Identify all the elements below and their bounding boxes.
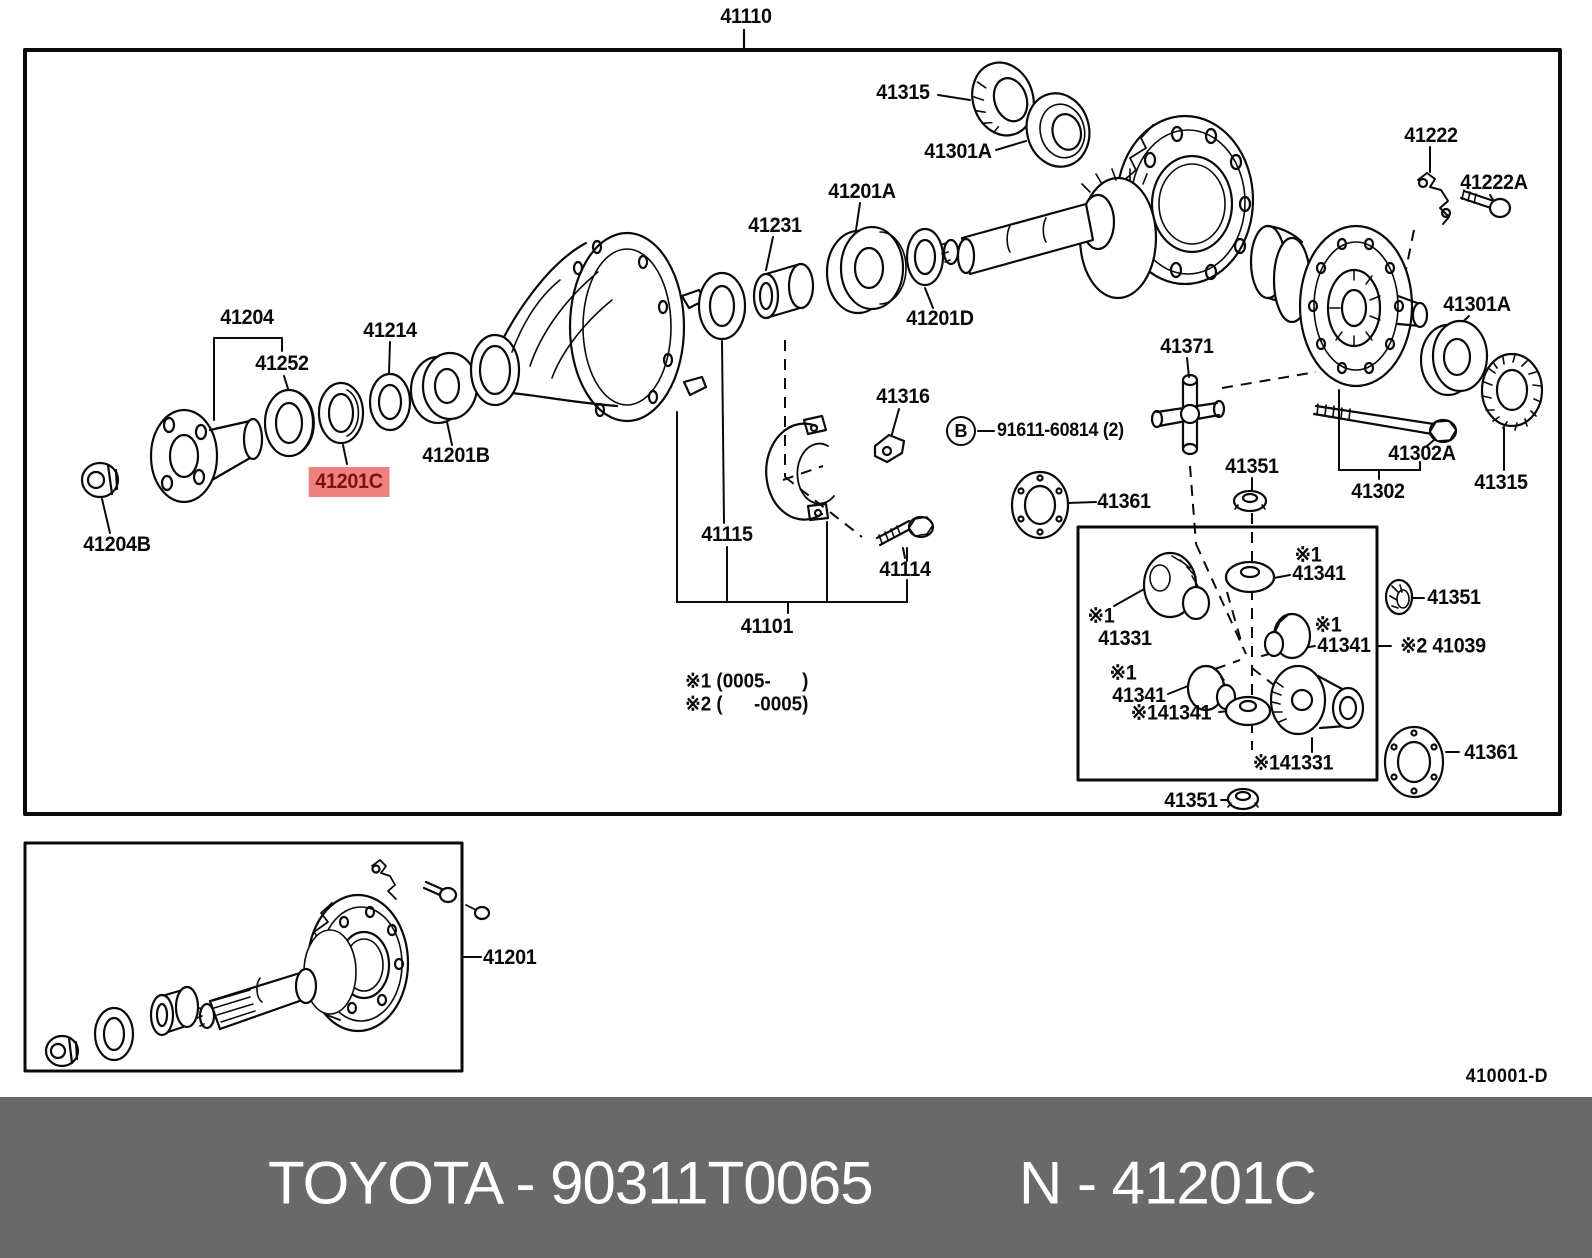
- differential-case-drawing: [1249, 224, 1429, 388]
- kit-nut-drawing: [44, 1034, 80, 1068]
- spider-41371-drawing: [1150, 373, 1226, 456]
- washer-41201d-drawing: [905, 227, 945, 287]
- bearing-cap-drawing: [765, 414, 835, 522]
- side-gasket-41115-drawing: [697, 271, 747, 341]
- bolt-41302a-drawing: [1312, 403, 1458, 444]
- washer-41351-right-drawing: [1384, 578, 1414, 616]
- bearing-spacer-41231-drawing: [752, 262, 815, 320]
- kit-seal-drawing: [93, 1006, 135, 1062]
- front-bearing-41201b-drawing: [409, 351, 479, 425]
- construction-dashes: [782, 229, 1415, 750]
- dust-deflector-drawing: [263, 388, 315, 458]
- footer-bar: TOYOTA - 90311T0065 N - 41201C: [0, 1097, 1592, 1258]
- final-gear-kit-drawing: [195, 859, 491, 1033]
- kit-spacer-drawing: [149, 985, 200, 1037]
- thrust-washer-41361-bottomright-drawing: [1383, 725, 1445, 799]
- pinion-gear-41341-right-drawing: [1263, 612, 1312, 660]
- pinion-gear-41331-drawing: [1142, 551, 1211, 621]
- companion-flange-drawing: [149, 408, 264, 504]
- washer-41351-bottom-drawing: [1226, 787, 1260, 811]
- bearing-race-41301a-top-drawing: [1025, 92, 1091, 168]
- footer-part-number-text: TOYOTA - 90311T0065: [268, 1149, 874, 1217]
- lock-plate-41222-drawing: [1417, 172, 1452, 225]
- rear-bearing-41201a-drawing: [825, 225, 907, 315]
- carrier-housing-drawing: [469, 231, 708, 423]
- ring-gear-pinion-drawing: [940, 114, 1255, 300]
- oil-slinger-drawing: [368, 372, 412, 432]
- bolt-41114-drawing: [875, 515, 935, 547]
- thrust-washer-41361-left-drawing: [1010, 470, 1070, 540]
- washer-41351-mid-drawing: [1232, 489, 1268, 513]
- pinion-bearing-41315-drawing: [971, 61, 1035, 137]
- thrust-washer-41341-top-drawing: [1224, 560, 1276, 594]
- thrust-washer-41341-bottom-drawing: [1224, 695, 1272, 727]
- adjusting-nut-41315-right-drawing: [1480, 352, 1544, 431]
- pinion-gear-41341-low-drawing: [1186, 664, 1237, 712]
- stud-41316-drawing: [873, 433, 906, 464]
- side-bearing-41301a-right-drawing: [1419, 319, 1489, 397]
- footer-reference-text: N - 41201C: [1019, 1149, 1317, 1217]
- drive-pinion-nut-drawing: [80, 461, 120, 499]
- diagram-borders: [23, 28, 1562, 1073]
- oil-seal-41201c-drawing: [317, 381, 365, 445]
- bolt-41222a-drawing: [1459, 189, 1512, 219]
- side-gear-41331-bottom-drawing: [1269, 664, 1365, 736]
